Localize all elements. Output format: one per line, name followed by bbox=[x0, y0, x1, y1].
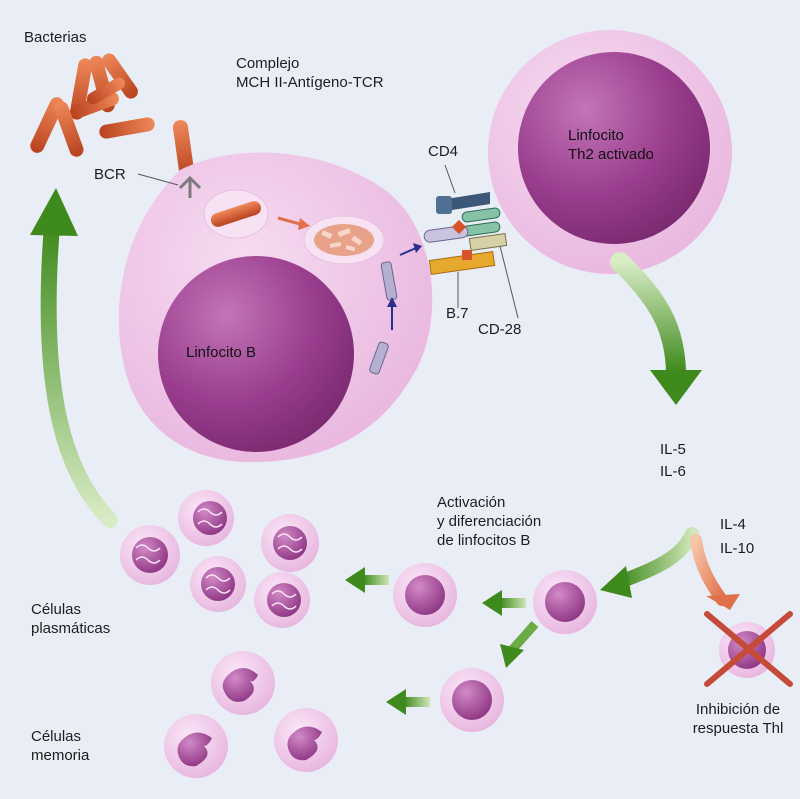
dividing-b-cell-lower bbox=[440, 668, 504, 732]
label-il5-il6: IL-5 IL-6 bbox=[660, 441, 686, 480]
plasma-cells bbox=[120, 490, 319, 628]
activation-arrow-icon bbox=[600, 527, 699, 598]
return-arrow-icon bbox=[30, 188, 118, 528]
cross-icon bbox=[704, 611, 793, 687]
b-lymphocyte-cell bbox=[118, 152, 433, 463]
label-activacion: Activación y diferenciación de linfocito… bbox=[437, 494, 542, 549]
th2-output-arrow-icon bbox=[610, 252, 702, 405]
activated-b-cell bbox=[533, 570, 597, 634]
bacteria-cluster-icon bbox=[30, 53, 195, 178]
label-complejo: Complejo MCH II-Antígeno-TCR bbox=[236, 55, 384, 91]
label-cd28: CD-28 bbox=[478, 321, 522, 338]
receptor-complex bbox=[137, 164, 519, 319]
th2-lymphocyte-cell bbox=[488, 30, 732, 274]
label-celulas-plasmaticas: Células plasmáticas bbox=[31, 601, 111, 637]
label-th2: Linfocito Th2 activado bbox=[568, 127, 654, 163]
label-linfocito-b: Linfocito B bbox=[186, 344, 257, 361]
memory-cells bbox=[164, 651, 338, 778]
label-cd4: CD4 bbox=[428, 143, 459, 160]
label-bcr: BCR bbox=[94, 166, 126, 183]
differentiation-arrows-icon bbox=[345, 567, 539, 715]
label-il4-il10: IL-4 IL-10 bbox=[720, 516, 755, 557]
label-inhibicion: Inhibición de respuesta Thl bbox=[692, 701, 784, 737]
inhibition-arrow-icon bbox=[690, 534, 740, 610]
label-bacterias: Bacterias bbox=[24, 29, 87, 46]
dividing-b-cell-upper bbox=[393, 563, 457, 627]
label-celulas-memoria: Células memoria bbox=[31, 728, 90, 764]
label-b7: B.7 bbox=[446, 305, 469, 322]
